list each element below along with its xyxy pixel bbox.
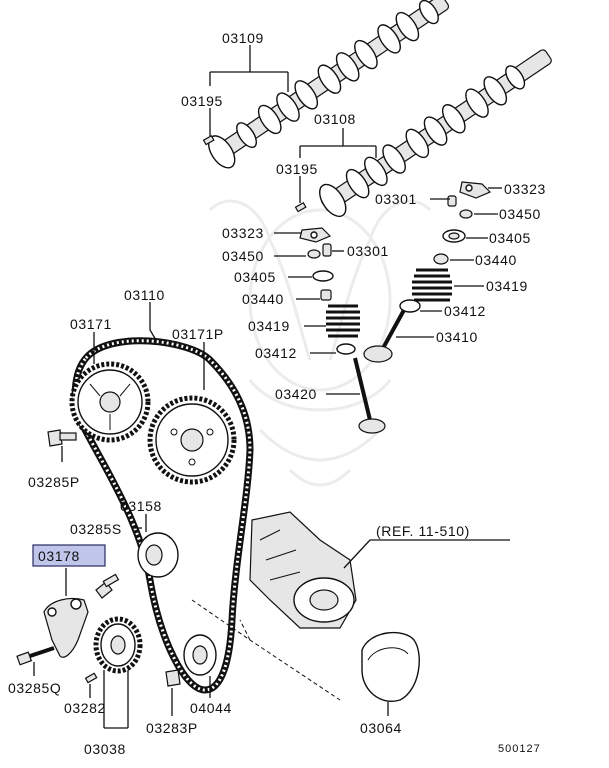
crank-sprocket-03038[interactable] bbox=[93, 616, 143, 674]
retainer-03405-left[interactable] bbox=[312, 270, 334, 282]
cam-sprocket-03171[interactable] bbox=[69, 361, 151, 443]
label-03405-right[interactable]: 03405 bbox=[489, 230, 531, 246]
label-03285Q[interactable]: 03285Q bbox=[8, 680, 61, 696]
pin-03282[interactable] bbox=[84, 672, 98, 684]
label-04044[interactable]: 04044 bbox=[190, 700, 232, 716]
label-03282[interactable]: 03282 bbox=[64, 700, 106, 716]
spring-03419-left[interactable] bbox=[326, 304, 360, 338]
rocker-arm-03323-right[interactable] bbox=[459, 181, 492, 199]
label-03412-left[interactable]: 03412 bbox=[255, 345, 297, 361]
label-03171[interactable]: 03171 bbox=[70, 316, 112, 332]
drawing-number: 500127 bbox=[498, 743, 541, 755]
dowel-pin-03195-lower[interactable] bbox=[294, 201, 307, 213]
bolt-03285P[interactable] bbox=[47, 429, 77, 447]
highlight-box-03178[interactable] bbox=[32, 544, 106, 567]
camshaft-03109[interactable] bbox=[203, 0, 455, 172]
label-03283P[interactable]: 03283P bbox=[146, 720, 198, 736]
label-03285S[interactable]: 03285S bbox=[70, 521, 122, 537]
label-03323-left[interactable]: 03323 bbox=[222, 225, 264, 241]
label-03450-left[interactable]: 03450 bbox=[222, 248, 264, 264]
label-03412-right[interactable]: 03412 bbox=[444, 303, 486, 319]
tensioner-arm-03178[interactable] bbox=[43, 597, 89, 658]
label-03064[interactable]: 03064 bbox=[360, 720, 402, 736]
cam-sprocket-03171P[interactable] bbox=[147, 395, 237, 485]
spring-03419-right[interactable] bbox=[412, 268, 452, 302]
timing-belt-03110[interactable] bbox=[71, 337, 254, 694]
label-03108[interactable]: 03108 bbox=[314, 111, 356, 127]
label-03038[interactable]: 03038 bbox=[84, 741, 126, 757]
seal-03440-right[interactable] bbox=[433, 253, 449, 265]
label-03410[interactable]: 03410 bbox=[436, 329, 478, 345]
seat-03412-right[interactable] bbox=[399, 299, 421, 313]
label-03419-right[interactable]: 03419 bbox=[486, 278, 528, 294]
reference-assembly bbox=[249, 511, 357, 629]
label-03419-left[interactable]: 03419 bbox=[248, 318, 290, 334]
leader-lines bbox=[33, 45, 510, 729]
bolt-03285Q[interactable] bbox=[16, 646, 55, 666]
part-labels: 03109 03195 03108 03195 03301 03323 0345… bbox=[8, 30, 546, 757]
nut-03450-right[interactable] bbox=[459, 209, 473, 219]
label-03405-left[interactable]: 03405 bbox=[234, 269, 276, 285]
bolt-03283P[interactable] bbox=[165, 669, 181, 687]
valve-03410[interactable] bbox=[363, 309, 406, 363]
reference-note: (REF. 11-510) bbox=[376, 523, 470, 539]
camshaft-03108[interactable] bbox=[314, 40, 558, 221]
label-03450-right[interactable]: 03450 bbox=[499, 206, 541, 222]
tensioner-pulley-03158[interactable] bbox=[137, 532, 179, 578]
label-03110[interactable]: 03110 bbox=[124, 287, 165, 303]
nut-03450-left[interactable] bbox=[307, 249, 321, 259]
idler-pulley-04044[interactable] bbox=[183, 634, 217, 676]
label-03109[interactable]: 03109 bbox=[222, 30, 264, 46]
label-03158[interactable]: 03158 bbox=[120, 498, 162, 514]
rocker-arm-03323-left[interactable] bbox=[299, 227, 332, 243]
label-03171P[interactable]: 03171P bbox=[172, 326, 224, 342]
label-03178[interactable]: 03178 bbox=[38, 548, 80, 564]
label-03440-left[interactable]: 03440 bbox=[242, 291, 284, 307]
bolt-03285S[interactable] bbox=[95, 573, 120, 599]
adjust-screw-03301-left[interactable] bbox=[322, 243, 332, 257]
label-03301-right[interactable]: 03301 bbox=[375, 191, 417, 207]
label-03440-right[interactable]: 03440 bbox=[475, 252, 517, 268]
label-03195-lower[interactable]: 03195 bbox=[276, 161, 318, 177]
dowel-pin-03195-upper[interactable] bbox=[202, 134, 215, 146]
label-03323-right[interactable]: 03323 bbox=[504, 181, 546, 197]
retainer-03405-right[interactable] bbox=[442, 229, 466, 243]
adjust-screw-03301-right[interactable] bbox=[447, 195, 457, 207]
valve-03420[interactable] bbox=[353, 357, 386, 434]
label-03195-upper[interactable]: 03195 bbox=[181, 93, 223, 109]
label-03285P[interactable]: 03285P bbox=[28, 474, 80, 490]
label-03420[interactable]: 03420 bbox=[275, 386, 317, 402]
seat-03412-left[interactable] bbox=[336, 343, 356, 355]
timing-belt-cover-plate-03064[interactable] bbox=[361, 631, 420, 702]
engine-outline bbox=[191, 599, 341, 701]
watermark-emblem bbox=[208, 199, 432, 487]
seal-03440-left[interactable] bbox=[320, 289, 332, 301]
label-03301-left[interactable]: 03301 bbox=[347, 243, 389, 259]
